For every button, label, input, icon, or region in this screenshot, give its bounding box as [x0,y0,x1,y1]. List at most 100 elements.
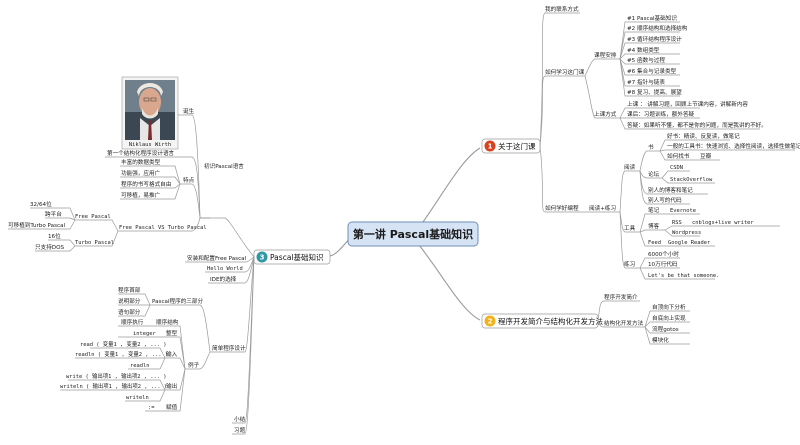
structured-item-2: 自底向上实现 [652,314,686,322]
feature-2: 功能强，应用广 [121,169,161,177]
book-label: 书 [648,143,654,151]
turbo-pascal-label: Turbo Pascal [75,240,114,246]
hello-label: Hello World [207,266,243,272]
contact-label: 我的联系方式 [545,5,579,13]
lesson-6: #6 集合与记录类型 [627,67,677,75]
practice-lines: 10万行代码 [648,260,678,268]
install-label: 安装和配置Free Pascal [187,254,247,262]
about-branches [539,12,795,280]
svg-text:3: 3 [260,254,265,262]
lesson-8: #8 复习、提高、展望 [627,88,682,96]
example-label: 例子 [188,361,200,369]
dev-intro-label: 程序开发简介 [604,293,638,301]
topic-intro-label: 程序开发简介与结构化开发方法 [498,316,603,326]
output-item-2: writeln ( 输出项1 , 输出项2 , ... ) [60,382,167,390]
input-label: 输入 [166,350,178,358]
tool-book-label: 一般的工具书：快速浏览、选择性阅读，选择性做笔记 [667,142,800,150]
part-2: 说明部分 [118,297,141,305]
output-item-3: writeln [126,395,149,401]
douban-label: 豆瓣 [700,152,712,160]
lesson-5: #5 函数与过程 [627,56,665,64]
learn-prog-label: 如何学好编程 [545,204,579,212]
tp-item-1: 16位 [48,232,61,240]
input-item-2: readln ( 变量1 , 变量2 , ... ) [75,350,168,358]
csdn-label: CSDN [670,165,683,171]
fp-item-1: 32/64位 [30,200,52,208]
input-item-1: read ( 变量1 , 变量2 , ... ) [80,340,166,348]
evernote-label: Evernote [670,208,696,214]
topic-basic-label: Pascal基础知识 [270,252,324,262]
simple-label: 简单程序设计 [212,344,246,352]
feature-4: 可移植，易推广 [121,191,161,199]
features-label: 特点 [183,176,195,184]
assign-label: 赋值 [166,403,178,411]
topic-about-label: 关于这门课 [498,141,536,151]
photo-caption: Niklaus Wirth [129,142,171,148]
central-topic[interactable]: 第一讲 Pascal基础知识 [347,221,479,247]
first-lang-label: 第一个结构化程序设计语言 [107,149,175,157]
fp-item-3: 可移植到Turbo Pascal [8,221,66,229]
fp-vs-tp-label: Free Pascal VS Turbo Pascal [119,225,207,231]
schedule-label: 课程安排 [594,51,617,59]
lesson-7: #7 指针与链表 [627,78,665,86]
blog-label: 博客 [648,222,660,230]
basic-labels: 初识Pascal语言 诞生 第一个结构化程序设计语言 特点 丰富的数据类型 功能… [8,107,247,434]
forum-label: 论坛 [648,170,660,178]
structured-item-1: 自顶向下分析 [652,303,686,311]
topic-number-badge-1 [484,140,496,152]
lesson-2: #2 顺序结构和选择结构 [627,24,688,32]
wordpress-label: Wordpress [672,230,701,236]
structured-item-4: 模块化 [652,336,669,344]
how-find-book-label: 如何找书 [667,152,690,160]
feature-1: 丰富的数据类型 [121,158,161,166]
niklaus-wirth-photo: Niklaus Wirth [121,76,179,150]
structured-item-3: 流程gotos [652,325,679,333]
lesson-1: #1 Pascal基础知识 [627,14,677,22]
free-pascal-label: Free Pascal [75,214,111,220]
read-label: 阅读 [624,163,636,171]
summary-label: 小结 [234,415,246,423]
feed-label: Feed [648,240,661,246]
stackoverflow-label: StackOverflow [670,177,713,183]
notes-label: 笔记 [648,206,660,214]
rss-label: RSS [672,220,682,226]
integer-label: integer [133,331,156,337]
topic-about-course[interactable]: 1 关于这门课 [481,138,541,154]
fp-item-2: 跨平台 [45,210,62,218]
birth-label: 诞生 [183,107,195,115]
about-labels: 我的联系方式 如何学习这门课 课程安排 #1 Pascal基础知识 #2 顺序结… [545,5,800,279]
part-3: 语句部分 [118,308,141,316]
others-blog-label: 别人的博客和笔记 [648,186,693,194]
topic-number-badge-3 [256,251,268,263]
svg-text:1: 1 [488,143,493,151]
history-label: 初识Pascal语言 [204,162,244,170]
method-item-1: 上课 ： 讲解习题，回顾上节课内容，讲解新内容 [627,100,748,108]
lesson-3: #3 循环结构程序设计 [627,35,682,43]
method-item-2: 课后：习题训练，额外答疑 [627,110,695,118]
structured-label: 结构化开发方法 [604,319,644,327]
others-code-label: 别人写的代码 [648,196,682,204]
intro-branches [597,300,690,345]
good-book-label: 好书：精读、反复读，做笔记 [667,132,740,140]
learn-course-label: 如何学习这门课 [545,68,585,76]
topic-program-development[interactable]: 2 程序开发简介与结构化开发方法 [481,313,603,329]
seq-label: 顺序执行 [121,318,144,326]
assign-op-label: := [148,405,155,411]
central-topic-label: 第一讲 Pascal基础知识 [353,227,473,241]
topic-pascal-basics[interactable]: 3 Pascal基础知识 [253,249,331,265]
topic-number-badge-2 [484,315,496,327]
tools-label: 工具 [624,225,636,232]
practice-hours: 6000个小时 [648,250,679,258]
feature-3: 程序的书写格式自由 [121,180,171,188]
practice-motto: Let's be that someone. [648,273,719,279]
svg-text:2: 2 [488,318,493,326]
cnblogs-label: cnblogs+live writer [692,220,754,226]
exercise-label: 习题 [234,427,246,434]
input-item-3: readln [130,363,149,369]
lesson-4: #4 数组类型 [627,46,660,54]
output-item-1: write ( 输出项1 , 输出项2 , ... ) [66,372,167,380]
part-1: 程序首部 [118,286,141,294]
method-label: 上课方式 [594,110,617,118]
basic-branches [8,114,255,435]
seq-struct-label: 顺序结构 [156,318,179,326]
